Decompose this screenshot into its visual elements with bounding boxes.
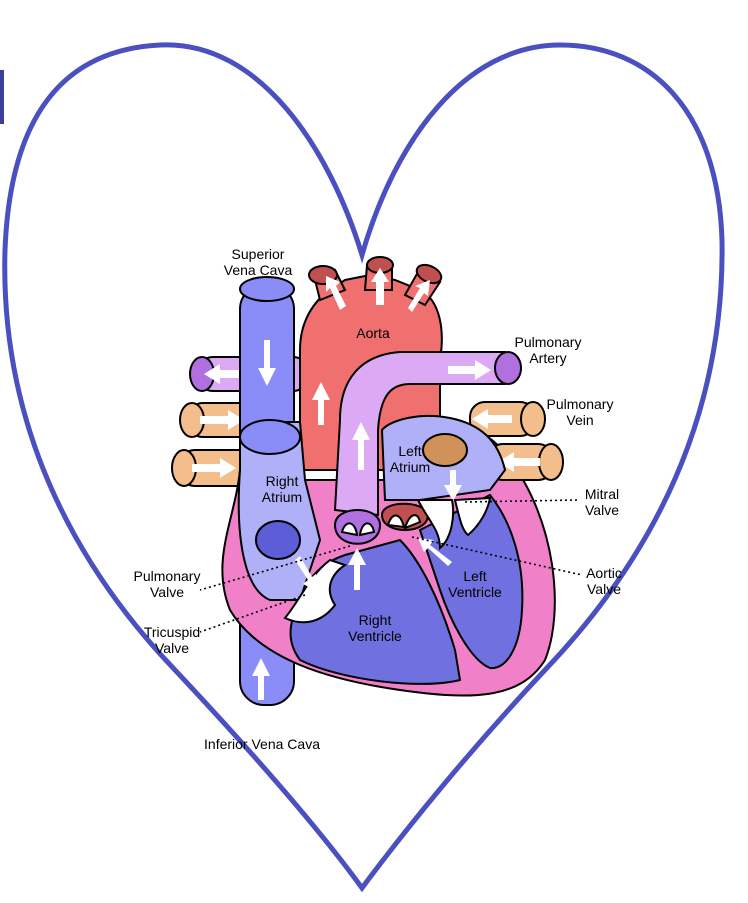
heart-shape-outline — [2, 42, 725, 893]
tricuspid-valve — [283, 558, 348, 624]
svc-opening — [239, 419, 301, 455]
label-superior-vena-cava-1: Superior — [232, 246, 285, 262]
label-left-atrium-2: Atrium — [390, 459, 430, 475]
pulmonary-valve-leader — [199, 545, 351, 591]
tricuspid-valve-leader — [199, 594, 306, 633]
label-aortic-valve-2: Valve — [587, 581, 621, 597]
label-mitral-valve-1: Mitral — [585, 486, 619, 502]
pulmonary-valve — [333, 509, 382, 545]
label-pulmonary-valve-2: Valve — [150, 584, 184, 600]
label-pulmonary-artery-2: Artery — [529, 350, 566, 366]
label-tricuspid-valve-1: Tricuspid — [144, 624, 200, 640]
ivc-opening — [255, 520, 301, 560]
label-tricuspid-valve-2: Valve — [155, 640, 189, 656]
pulmonary-vein-opening — [422, 433, 468, 467]
label-right-atrium-2: Atrium — [262, 489, 302, 505]
label-aorta: Aorta — [356, 325, 390, 341]
label-pulmonary-vein-1: Pulmonary — [547, 396, 614, 412]
label-right-ventricle-2: Ventricle — [348, 628, 402, 644]
right-ventricle-arrow — [348, 548, 366, 590]
left-edge-mark — [0, 70, 4, 124]
left-ventricle-arrow — [418, 538, 452, 566]
label-left-ventricle-2: Ventricle — [448, 584, 502, 600]
label-pulmonary-valve-1: Pulmonary — [134, 568, 201, 584]
right-atrium-arrow — [295, 556, 318, 592]
pulmonary-artery-trunk — [333, 351, 522, 517]
aortic-valve-leader — [411, 536, 583, 576]
label-pulmonary-artery-1: Pulmonary — [515, 334, 582, 350]
label-right-ventricle-1: Right — [359, 612, 392, 628]
label-left-ventricle-1: Left — [463, 568, 486, 584]
label-inferior-vena-cava: Inferior Vena Cava — [204, 736, 320, 752]
mitral-valve — [416, 496, 492, 551]
label-left-atrium-1: Left — [398, 443, 421, 459]
label-aortic-valve-1: Aortic — [586, 565, 622, 581]
left-atrium-arrow — [444, 470, 462, 501]
label-superior-vena-cava-2: Vena Cava — [224, 262, 293, 278]
mitral-valve-leader — [464, 499, 579, 503]
label-right-atrium-1: Right — [266, 473, 299, 489]
label-pulmonary-vein-2: Vein — [566, 412, 593, 428]
label-mitral-valve-2: Valve — [585, 502, 619, 518]
